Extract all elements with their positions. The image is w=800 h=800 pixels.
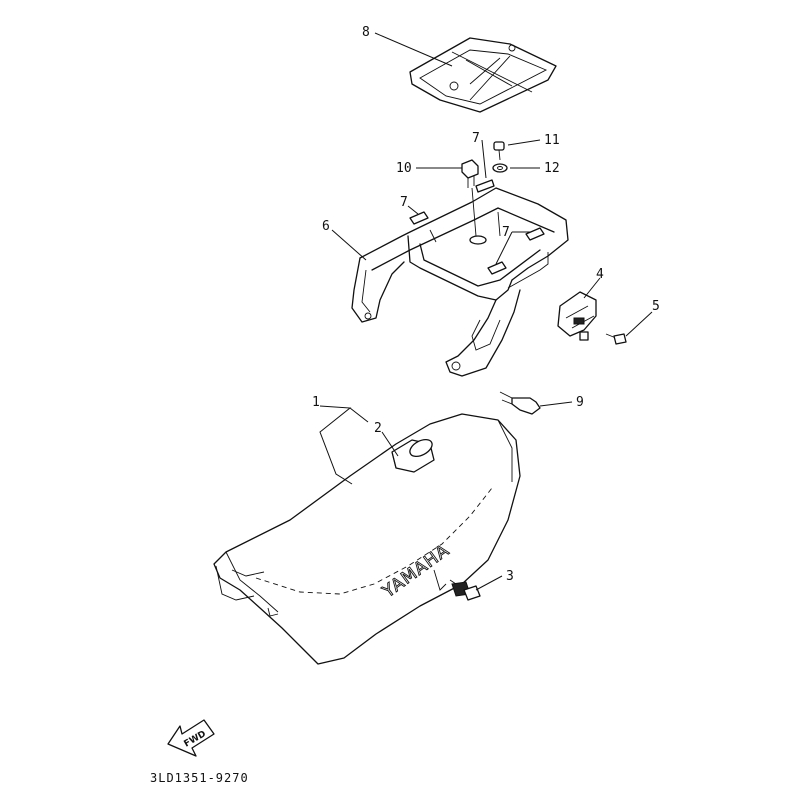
callout-1: 1 — [312, 395, 320, 410]
bracket-4 — [557, 291, 597, 341]
callout-7-top: 7 — [472, 131, 480, 146]
bolt-11 — [493, 141, 505, 161]
callout-3: 3 — [506, 569, 514, 584]
screw-5 — [605, 333, 627, 345]
callout-11: 11 — [544, 133, 560, 148]
carrier-plate — [409, 37, 557, 113]
callout-5: 5 — [652, 299, 660, 314]
seat-band — [391, 438, 435, 473]
rear-rack-frame — [351, 187, 569, 377]
callouts: 8 7 11 12 10 7 7 6 4 5 9 1 2 3 — [312, 25, 660, 584]
seat-assembly: YAMAHA — [213, 413, 521, 665]
callout-6: 6 — [322, 219, 330, 234]
callout-7-right: 7 — [502, 225, 510, 240]
forward-arrow-icon: FWD — [167, 719, 215, 757]
bolt-3 — [449, 579, 481, 601]
callout-8: 8 — [362, 25, 370, 40]
drawing-code: 3LD1351-9270 — [150, 771, 249, 785]
callout-4: 4 — [596, 267, 604, 282]
bolt-10 — [461, 159, 487, 245]
washer-12 — [492, 163, 508, 173]
callout-9: 9 — [576, 395, 584, 410]
callout-2: 2 — [374, 421, 382, 436]
rubber-pads — [409, 179, 545, 275]
callout-12: 12 — [544, 161, 560, 176]
callout-7-left: 7 — [400, 195, 408, 210]
leader-lines — [319, 32, 653, 591]
bolt-9 — [499, 391, 541, 415]
callout-10: 10 — [396, 161, 412, 176]
